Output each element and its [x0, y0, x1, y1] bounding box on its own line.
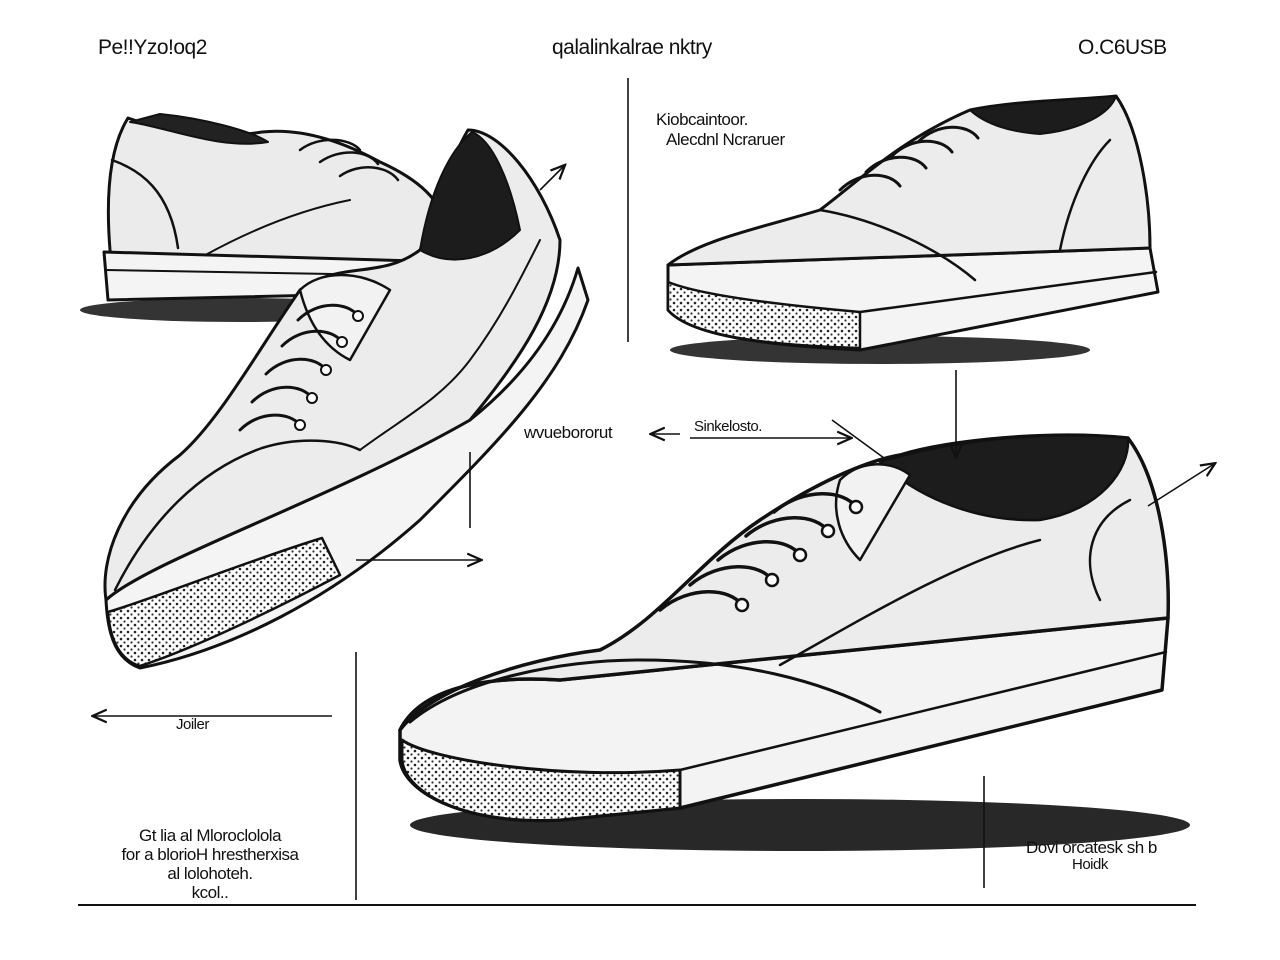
annotation-lines [78, 78, 1214, 906]
callout-top-right-line2: Alecdnl Ncraruer [666, 130, 785, 149]
shoe-large-bottom [398, 433, 1190, 851]
callout-mid-center: Sinkelosto. [694, 418, 762, 435]
header-left-label: Pe!!Yzo!oq2 [98, 36, 207, 59]
callout-bottom-left-small: Joiler [176, 716, 209, 733]
shoe-top-right [666, 94, 1160, 364]
callout-mid-left: wvuebororut [524, 423, 613, 442]
shoe-tilted-left [103, 128, 590, 670]
callout-bottom-left-note: Gt lia al Mloroclolola for a blorioH hre… [70, 826, 350, 902]
header-right-label: O.C6USB [1078, 36, 1167, 59]
note-line: kcol.. [191, 883, 229, 902]
note-line: al lolohoteh. [167, 864, 253, 883]
callout-top-right-line1: Kiobcaintoor. [656, 110, 748, 129]
callout-bottom-right-line2: Hoidk [1072, 856, 1108, 873]
note-line: Gt lia al Mloroclolola [138, 826, 282, 845]
note-line: for a blorioH hrestherxisa [121, 845, 299, 864]
header-center-label: qalalinkalrae nktry [552, 36, 712, 59]
callout-bottom-right-line1: Dovi orcatesk sh b [1026, 838, 1157, 857]
